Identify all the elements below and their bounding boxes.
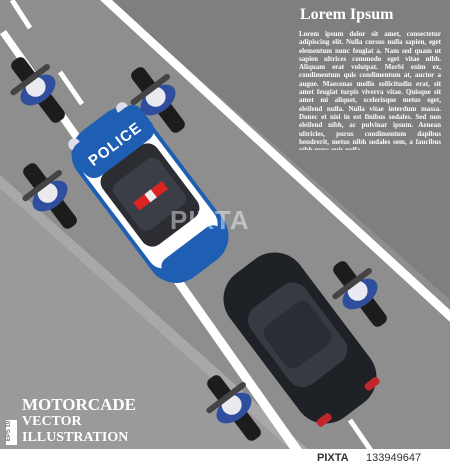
motorcycle-3 bbox=[22, 163, 77, 229]
footer-bar: PIXTA 133949647 bbox=[0, 449, 450, 469]
footer-logo: PIXTA bbox=[317, 452, 349, 464]
eps-badge: EPS 10 bbox=[6, 420, 17, 445]
title-line-3: ILLUSTRATION bbox=[22, 430, 129, 445]
black-car bbox=[223, 252, 380, 427]
motorcycle-1 bbox=[10, 57, 65, 123]
title-line-1: MOTORCADE bbox=[22, 395, 136, 414]
motorcycle-4 bbox=[332, 261, 387, 327]
watermark: PIXTA bbox=[170, 205, 250, 235]
lorem-title: Lorem Ipsum bbox=[300, 6, 394, 23]
title-line-2: VECTOR bbox=[22, 414, 82, 429]
road-shoulder-right bbox=[110, 0, 450, 300]
eps-badge-label: EPS 10 bbox=[6, 420, 13, 442]
motorcycle-5 bbox=[206, 375, 261, 441]
image-id: 133949647 bbox=[366, 452, 422, 464]
lorem-body: Lorem ipsum dolor sit amet, consectetur … bbox=[299, 30, 441, 150]
lane-edge-line bbox=[100, 0, 450, 322]
bottom-title: MOTORCADE VECTOR ILLUSTRATION bbox=[22, 396, 182, 446]
motorcycle-2 bbox=[130, 67, 185, 133]
